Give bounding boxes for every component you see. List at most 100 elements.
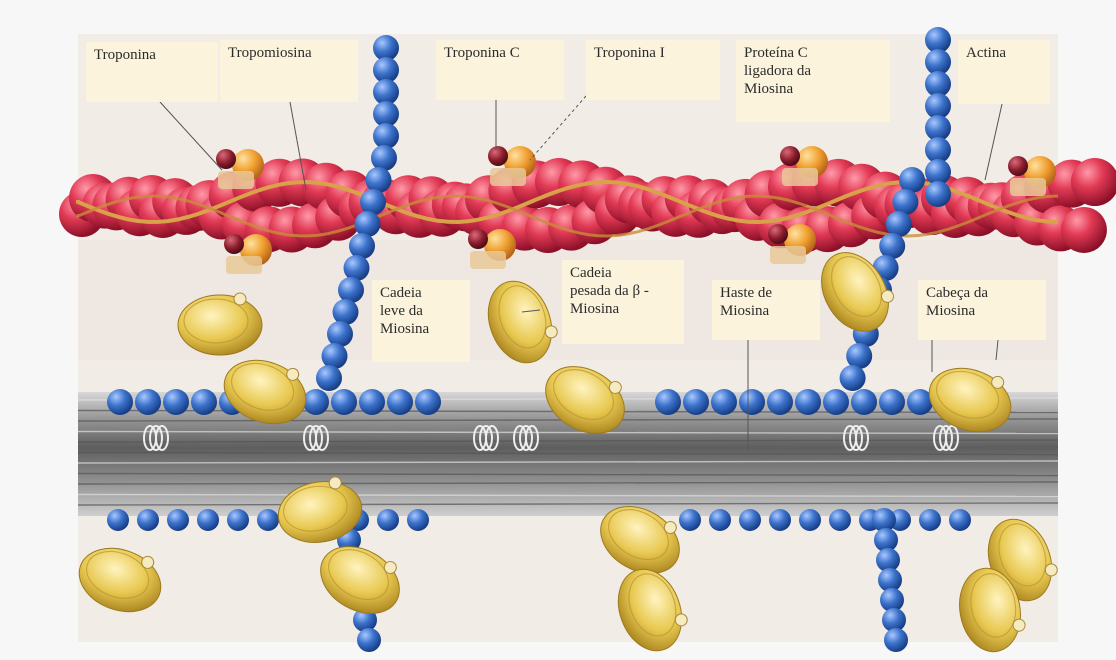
- binding-protein-bead: [799, 509, 821, 531]
- binding-protein-bead: [840, 365, 866, 391]
- binding-protein-bead: [879, 389, 905, 415]
- myosin-head-body: [178, 295, 262, 355]
- binding-protein-bead: [333, 299, 359, 325]
- binding-protein-bead: [886, 211, 912, 237]
- binding-protein-bead: [387, 389, 413, 415]
- binding-protein-bead: [949, 509, 971, 531]
- binding-protein-bead: [711, 389, 737, 415]
- binding-protein-bead: [371, 145, 397, 171]
- binding-protein-bead: [739, 389, 765, 415]
- troponin-i-bead: [1008, 156, 1028, 176]
- label-cadeia-pesada-line2: pesada da β -: [570, 282, 676, 300]
- label-cadeia-leve-line3: Miosina: [380, 320, 462, 338]
- actin-bead: [1061, 207, 1107, 253]
- label-proteina-c-line2: ligadora da: [744, 62, 882, 80]
- label-troponina-i: Troponina I: [586, 40, 720, 100]
- binding-protein-bead: [679, 509, 701, 531]
- binding-protein-bead: [167, 509, 189, 531]
- label-cadeia-pesada-line1: Cadeia: [570, 264, 676, 282]
- myosin-light-chain: [234, 293, 246, 305]
- label-cadeia-pesada: Cadeia pesada da β - Miosina: [562, 260, 684, 344]
- binding-protein-bead: [366, 167, 392, 193]
- binding-protein-bead: [107, 389, 133, 415]
- troponin-i-bead: [780, 146, 800, 166]
- label-troponina-text: Troponina: [94, 47, 156, 63]
- binding-protein-bead: [191, 389, 217, 415]
- label-cadeia-leve: Cadeia leve da Miosina: [372, 280, 470, 362]
- binding-protein-bead: [322, 343, 348, 369]
- binding-protein-bead: [303, 389, 329, 415]
- binding-protein-bead: [338, 277, 364, 303]
- label-troponina-c-text: Troponina C: [444, 45, 520, 61]
- binding-protein-bead: [407, 509, 429, 531]
- binding-protein-bead: [135, 389, 161, 415]
- label-tropomiosina: Tropomiosina: [220, 40, 358, 102]
- binding-protein-bead: [899, 167, 925, 193]
- label-cadeia-pesada-line3: Miosina: [570, 300, 676, 318]
- label-cabeca-line1: Cabeça da: [926, 284, 1038, 302]
- troponin-t-block: [770, 246, 806, 264]
- troponin-i-bead: [224, 234, 244, 254]
- binding-protein-bead: [767, 389, 793, 415]
- binding-protein-bead: [846, 343, 872, 369]
- binding-protein-bead: [829, 509, 851, 531]
- binding-protein-bead: [739, 509, 761, 531]
- binding-protein-bead: [331, 389, 357, 415]
- label-cadeia-leve-line2: leve da: [380, 302, 462, 320]
- label-troponina: Troponina: [86, 42, 218, 102]
- binding-protein-bead: [197, 509, 219, 531]
- troponin-i-bead: [768, 224, 788, 244]
- binding-protein-bead: [795, 389, 821, 415]
- binding-protein-bead: [655, 389, 681, 415]
- label-actina-text: Actina: [966, 45, 1006, 61]
- troponin-t-block: [226, 256, 262, 274]
- label-cabeca-line2: Miosina: [926, 302, 1038, 320]
- troponin-t-block: [1010, 178, 1046, 196]
- binding-protein-bead: [377, 509, 399, 531]
- label-proteina-c: Proteína C ligadora da Miosina: [736, 40, 890, 122]
- label-cabeca-miosina: Cabeça da Miosina: [918, 280, 1046, 340]
- binding-protein-bead: [373, 123, 399, 149]
- label-haste-line1: Haste de: [720, 284, 812, 302]
- binding-protein-bead: [884, 628, 908, 652]
- binding-protein-bead: [892, 189, 918, 215]
- troponin-t-block: [470, 251, 506, 269]
- binding-protein-bead: [879, 233, 905, 259]
- binding-protein-bead: [355, 211, 381, 237]
- binding-protein-bead: [107, 509, 129, 531]
- troponin-t-block: [490, 168, 526, 186]
- troponin-i-bead: [468, 229, 488, 249]
- label-proteina-c-line3: Miosina: [744, 80, 882, 98]
- troponin-t-block: [782, 168, 818, 186]
- binding-protein-bead: [360, 189, 386, 215]
- binding-protein-bead: [925, 181, 951, 207]
- label-haste-miosina: Haste de Miosina: [712, 280, 820, 340]
- binding-protein-bead: [683, 389, 709, 415]
- label-troponina-i-text: Troponina I: [594, 45, 665, 61]
- label-troponina-c: Troponina C: [436, 40, 564, 100]
- binding-protein-bead: [769, 509, 791, 531]
- binding-protein-bead: [327, 321, 353, 347]
- binding-protein-bead: [163, 389, 189, 415]
- binding-protein-bead: [344, 255, 370, 281]
- label-proteina-c-line1: Proteína C: [744, 44, 882, 62]
- label-haste-line2: Miosina: [720, 302, 812, 320]
- binding-protein-bead: [137, 509, 159, 531]
- binding-protein-bead: [823, 389, 849, 415]
- binding-protein-bead: [919, 509, 941, 531]
- binding-protein-bead: [227, 509, 249, 531]
- troponin-t-block: [218, 171, 254, 189]
- binding-protein-bead: [359, 389, 385, 415]
- binding-protein-bead: [357, 628, 381, 652]
- label-cadeia-leve-line1: Cadeia: [380, 284, 462, 302]
- binding-protein-bead: [851, 389, 877, 415]
- binding-protein-bead: [316, 365, 342, 391]
- troponin-i-bead: [488, 146, 508, 166]
- binding-protein-bead: [349, 233, 375, 259]
- label-actina: Actina: [958, 40, 1050, 104]
- binding-protein-bead: [415, 389, 441, 415]
- binding-protein-bead: [257, 509, 279, 531]
- binding-protein-bead: [709, 509, 731, 531]
- label-tropomiosina-text: Tropomiosina: [228, 45, 312, 61]
